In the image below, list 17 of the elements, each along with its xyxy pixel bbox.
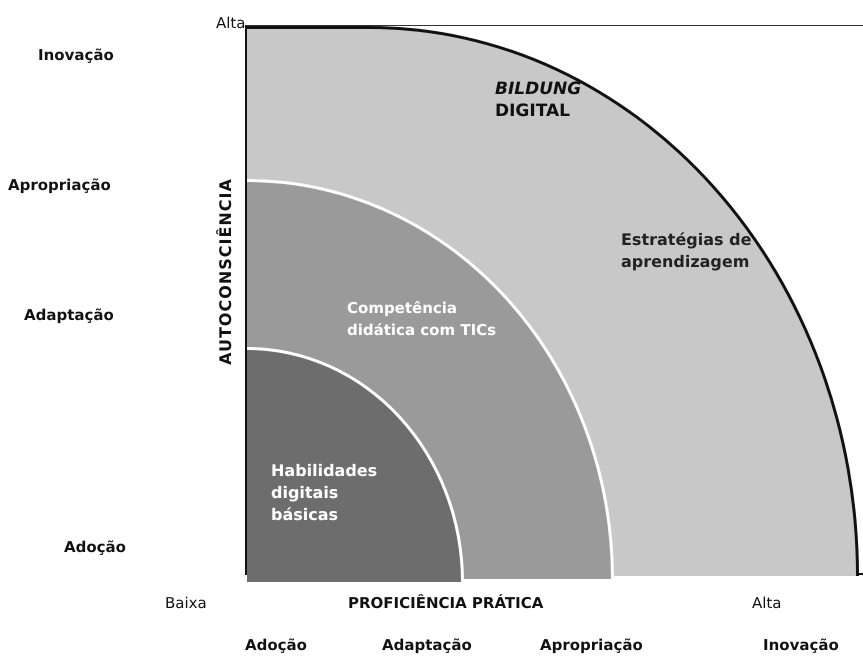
level-label: Apropriação	[540, 636, 643, 654]
level-label: Inovação	[38, 46, 114, 64]
axis-tick-label: Alta	[216, 14, 246, 32]
level-label: Adoção	[245, 636, 307, 654]
axis-title: PROFICIÊNCIA PRÁTICA	[348, 594, 544, 612]
level-label: Adaptação	[24, 306, 114, 324]
level-label: Adoção	[64, 538, 126, 556]
axis-tick-label: Baixa	[165, 594, 207, 612]
level-label: Apropriação	[8, 176, 111, 194]
area-label: BILDUNG DIGITAL	[495, 78, 582, 122]
region-label: Competência didática com TICs	[347, 298, 498, 341]
region-label: Habilidades digitais básicas	[271, 460, 378, 526]
axis-title: AUTOCONSCIÊNCIA	[216, 178, 235, 365]
region-label: Estratégias de aprendizagem	[621, 229, 752, 273]
axis-tick-label: Alta	[752, 594, 782, 612]
level-label: Adaptação	[382, 636, 472, 654]
level-label: Inovação	[763, 636, 839, 654]
